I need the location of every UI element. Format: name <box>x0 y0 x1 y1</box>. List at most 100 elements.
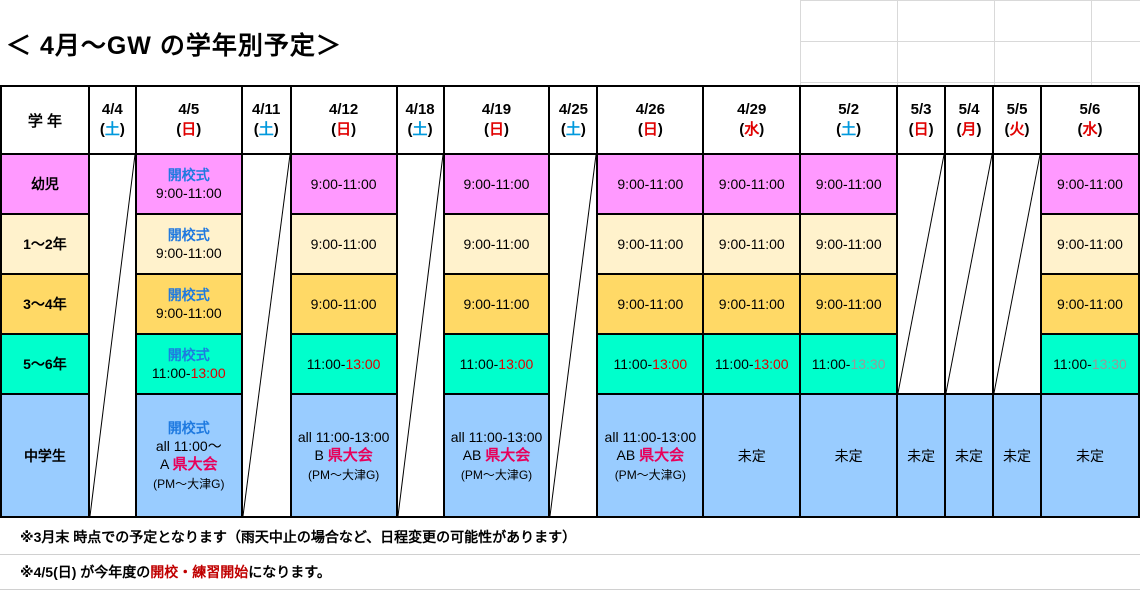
cell-line: 9:00-11:00 <box>445 235 549 253</box>
weekday: (土) <box>253 121 279 138</box>
cell-line: (PM～大津G) <box>137 474 241 493</box>
schedule-cell: all 11:00-13:00 AB 県大会(PM～大津G) <box>596 393 705 518</box>
cell-text: 未定 <box>737 447 766 464</box>
cell-text: 9:00-11:00 <box>310 176 377 192</box>
schedule-cell: 9:00-11:00 <box>442 213 551 275</box>
cell-text: 9:00-11:00 <box>718 236 785 252</box>
schedule-cell: 9:00-11:00 <box>442 153 551 215</box>
date: 5/4 <box>958 101 980 118</box>
cell-line: 開校式 <box>137 346 241 364</box>
weekday: (水) <box>739 121 765 138</box>
cell-line: 未定 <box>946 447 992 465</box>
cell-line: 開校式 <box>137 286 241 304</box>
cell-line: 11:00-13:00 <box>137 364 241 382</box>
date: 5/6 <box>1079 101 1101 118</box>
schedule-cell: 9:00-11:00 <box>596 273 705 335</box>
opening-ceremony-label: 開校式 <box>167 227 210 243</box>
no-practice-cell <box>87 153 137 518</box>
cell-line: all 11:00-13:00 <box>598 428 702 446</box>
schedule-cell: 9:00-11:00 <box>289 153 398 215</box>
grade-label: 幼児 <box>0 153 90 215</box>
cell-line: 9:00-11:00 <box>801 175 896 193</box>
schedule-cell: 9:00-11:00 <box>596 213 705 275</box>
schedule-cell: 9:00-11:00 <box>702 153 802 215</box>
cell-text: AB <box>616 446 640 463</box>
cell-text: B <box>314 446 328 463</box>
schedule-cell: 9:00-11:00 <box>442 273 551 335</box>
cell-text: 9:00-11:00 <box>617 176 684 192</box>
note-2: ※4/5(日) が今年度の開校・練習開始になります。 <box>0 555 1140 590</box>
cell-line: 開校式 <box>137 166 241 184</box>
header-date-5-2: 5/2(土) <box>799 85 899 155</box>
date: 5/3 <box>910 101 932 118</box>
cell-text: 13:30 <box>1091 356 1127 372</box>
cell-text: 9:00-11:00 <box>1057 236 1123 252</box>
cell-line: 9:00-11:00 <box>137 184 241 202</box>
cell-text: 9:00-11:00 <box>815 296 882 312</box>
diagonal-line <box>243 155 290 516</box>
cell-text: 9:00-11:00 <box>463 176 530 192</box>
header-date-4-5: 4/5(日) <box>134 85 243 155</box>
cell-text: 9:00-11:00 <box>463 296 530 312</box>
date: 4/4 <box>101 101 123 118</box>
cell-text: 13:00 <box>345 356 381 372</box>
cell-line: 9:00-11:00 <box>801 295 896 313</box>
cell-text: 未定 <box>1002 447 1031 464</box>
opening-ceremony-label: 開校式 <box>167 347 210 363</box>
no-practice-cell <box>896 153 947 395</box>
cell-text: 11:00- <box>811 356 851 372</box>
date: 4/29 <box>737 101 767 118</box>
date: 4/5 <box>178 101 200 118</box>
weekday: (土) <box>836 121 862 138</box>
no-practice-cell <box>240 153 292 518</box>
cell-line: AB 県大会 <box>598 446 702 465</box>
weekday: (土) <box>99 121 125 138</box>
no-practice-cell <box>944 153 995 395</box>
cell-line: 未定 <box>801 447 896 465</box>
date: 4/12 <box>329 101 359 118</box>
schedule-cell: 未定 <box>896 393 947 518</box>
cell-line: 未定 <box>994 447 1040 465</box>
schedule-cell: all 11:00-13:00 AB 県大会(PM～大津G) <box>442 393 551 518</box>
date: 4/19 <box>481 101 512 118</box>
schedule-cell: 11:00-13:00 <box>596 333 705 395</box>
diagonal-line <box>994 155 1040 393</box>
schedule-cell: 9:00-11:00 <box>596 153 705 215</box>
cell-text: 9:00-11:00 <box>155 305 222 321</box>
cell-text: 9:00-11:00 <box>1057 176 1123 192</box>
schedule-cell: 11:00-13:00 <box>702 333 802 395</box>
header-date-5-3: 5/3(日) <box>896 85 947 155</box>
cell-line: all 11:00-13:00 <box>292 428 396 446</box>
schedule-cell: 9:00-11:00 <box>799 153 899 215</box>
header-date-4-12: 4/12(日) <box>289 85 398 155</box>
cell-text: 未定 <box>834 447 863 464</box>
header-date-4-25: 4/25(土) <box>548 85 599 155</box>
opening-ceremony-label: 開校式 <box>167 419 210 436</box>
note-1: ※3月末 時点での予定となります（雨天中止の場合など、日程変更の可能性があります… <box>0 520 1140 555</box>
cell-line: 9:00-11:00 <box>137 244 241 262</box>
cell-line: 9:00-11:00 <box>1042 235 1138 253</box>
weekday: (土) <box>407 121 433 138</box>
diagonal-line <box>398 155 443 516</box>
cell-line: 9:00-11:00 <box>292 175 396 193</box>
date: 4/11 <box>252 101 281 118</box>
cell-text: 未定 <box>1075 447 1104 464</box>
schedule-cell: 9:00-11:00 <box>702 273 802 335</box>
schedule-cell: 11:00-13:30 <box>1039 333 1140 395</box>
cell-text: 11:00- <box>459 356 499 372</box>
cell-text: 11:00- <box>714 356 754 372</box>
cell-line: (PM～大津G) <box>445 465 549 484</box>
schedule-cell: 9:00-11:00 <box>1039 213 1140 275</box>
spreadsheet-grid <box>800 0 1140 85</box>
cell-line: AB 県大会 <box>445 446 549 465</box>
header-date-4-18: 4/18(土) <box>395 85 445 155</box>
cell-text: 9:00-11:00 <box>617 236 684 252</box>
cell-text: 9:00-11:00 <box>310 236 377 252</box>
note-1-text: ※3月末 時点での予定となります（雨天中止の場合など、日程変更の可能性があります… <box>20 529 577 545</box>
note-2-text: ※4/5(日) が今年度の開校・練習開始になります。 <box>0 564 331 580</box>
